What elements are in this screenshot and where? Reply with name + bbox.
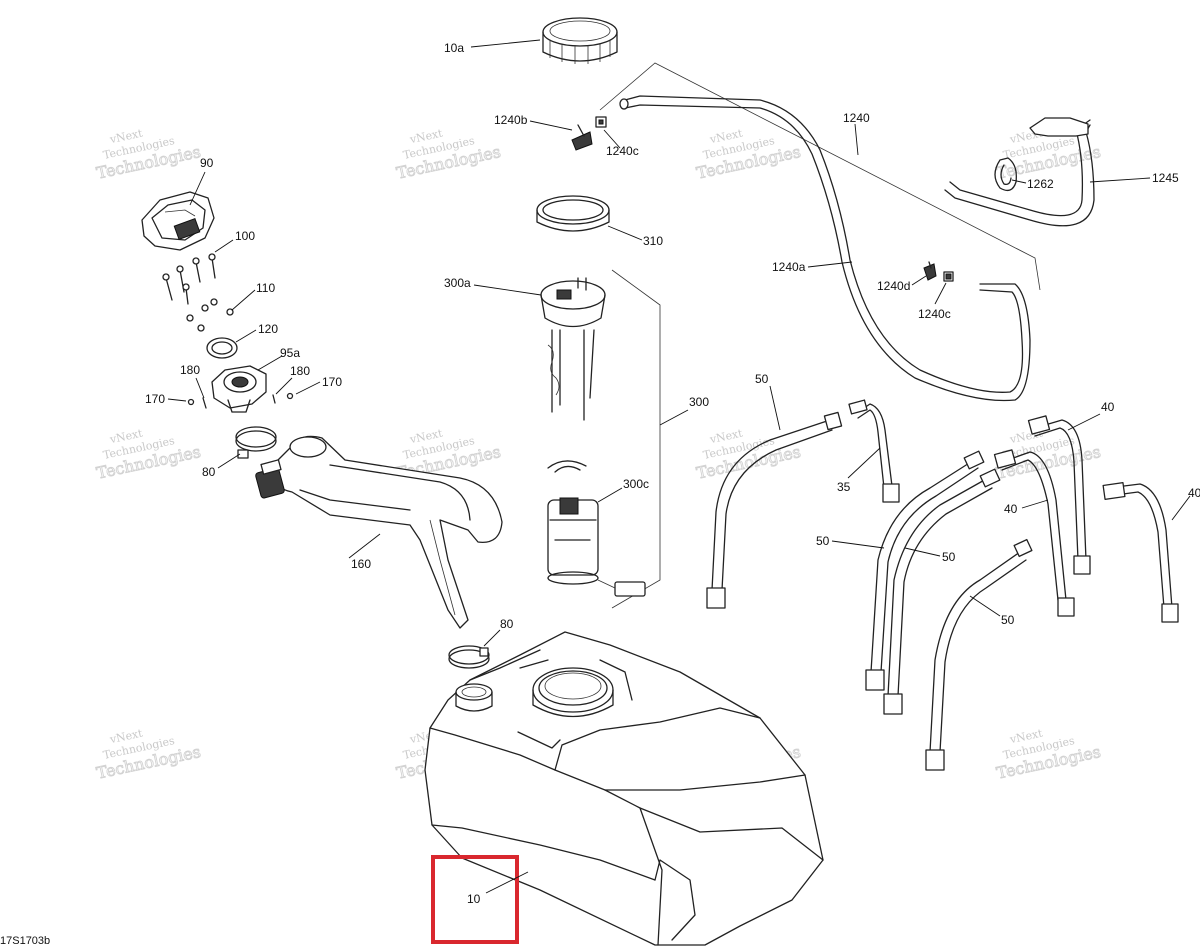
callout-1240a[interactable]: 1240a bbox=[772, 260, 806, 274]
strap-40-b[interactable] bbox=[993, 449, 1075, 617]
bracket-1240 bbox=[599, 62, 1041, 291]
callout-170-right[interactable]: 170 bbox=[322, 375, 342, 389]
callout-50-a[interactable]: 50 bbox=[755, 372, 769, 386]
strap-35[interactable] bbox=[848, 399, 900, 503]
fitting-1240c-mid[interactable] bbox=[943, 271, 954, 282]
watermark-tile-1: vNext Technologies Technologies bbox=[94, 126, 202, 183]
callout-1240c-mid[interactable]: 1240c bbox=[918, 307, 951, 321]
callout-1240c-top[interactable]: 1240c bbox=[606, 144, 639, 158]
callout-1240b[interactable]: 1240b bbox=[494, 113, 528, 127]
strap-50-upper[interactable] bbox=[706, 411, 843, 609]
callout-95a[interactable]: 95a bbox=[280, 346, 300, 360]
strap-50-long-1[interactable] bbox=[865, 450, 985, 691]
callout-180-left[interactable]: 180 bbox=[180, 363, 200, 377]
callout-310[interactable]: 310 bbox=[643, 234, 663, 248]
strap-50-long-2[interactable] bbox=[883, 468, 1001, 715]
fitting-1240c-top[interactable] bbox=[595, 116, 607, 128]
vent-hose-1240a[interactable] bbox=[619, 95, 1031, 402]
strap-40-a[interactable] bbox=[1027, 415, 1091, 575]
callout-10a[interactable]: 10a bbox=[444, 41, 464, 55]
callout-40-b[interactable]: 40 bbox=[1004, 502, 1018, 516]
callout-1262[interactable]: 1262 bbox=[1027, 177, 1054, 191]
fuel-tank-part[interactable] bbox=[424, 631, 824, 946]
vent-hose-1245[interactable] bbox=[944, 117, 1095, 227]
callout-80-lower[interactable]: 80 bbox=[500, 617, 514, 631]
highlight-box bbox=[431, 855, 519, 944]
callout-50-c[interactable]: 50 bbox=[942, 550, 956, 564]
watermark-tile-5: vNext Technologies Technologies bbox=[94, 426, 202, 483]
locking-ring-10a[interactable] bbox=[542, 17, 618, 64]
fitting-1240d[interactable] bbox=[923, 261, 937, 281]
gasket-120[interactable] bbox=[206, 337, 238, 359]
watermark-tile-2: vNext Technologies Technologies bbox=[394, 126, 502, 183]
hose-clamp-80-left[interactable] bbox=[235, 426, 277, 459]
clip-1262[interactable] bbox=[994, 157, 1017, 192]
watermark-tile-9: vNext Technologies Technologies bbox=[94, 726, 202, 783]
callout-80-left[interactable]: 80 bbox=[202, 465, 216, 479]
callout-1240[interactable]: 1240 bbox=[843, 111, 870, 125]
fitting-1240b[interactable] bbox=[571, 124, 593, 151]
callout-90[interactable]: 90 bbox=[200, 156, 214, 170]
callout-300[interactable]: 300 bbox=[689, 395, 709, 409]
callout-170-left[interactable]: 170 bbox=[145, 392, 165, 406]
callout-50-b[interactable]: 50 bbox=[816, 534, 830, 548]
callout-50-d[interactable]: 50 bbox=[1001, 613, 1015, 627]
callout-10[interactable]: 10 bbox=[467, 892, 481, 906]
filler-housing-95a[interactable] bbox=[211, 365, 267, 413]
washers-110[interactable] bbox=[186, 298, 234, 332]
hose-clamp-80-lower[interactable] bbox=[448, 645, 490, 669]
callout-40-c[interactable]: 40 bbox=[1188, 486, 1200, 500]
bracket-300 bbox=[611, 269, 661, 609]
callout-100[interactable]: 100 bbox=[235, 229, 255, 243]
seal-ring-310[interactable] bbox=[536, 195, 610, 232]
watermark-tile-12: vNext Technologies Technologies bbox=[994, 726, 1102, 783]
pump-module-300a[interactable] bbox=[540, 277, 606, 421]
fuel-cap-90[interactable] bbox=[141, 191, 215, 251]
diagram-id: 17S1703b bbox=[0, 935, 50, 947]
callout-300a[interactable]: 300a bbox=[444, 276, 471, 290]
callout-110[interactable]: 110 bbox=[256, 281, 275, 295]
callout-35[interactable]: 35 bbox=[837, 480, 851, 494]
callout-300c[interactable]: 300c bbox=[623, 477, 649, 491]
watermark-tile-7: vNext Technologies Technologies bbox=[694, 426, 802, 483]
fuel-pump-300c[interactable] bbox=[547, 460, 646, 597]
pins-180-170[interactable] bbox=[187, 392, 294, 409]
callout-160[interactable]: 160 bbox=[351, 557, 371, 571]
strap-40-c[interactable] bbox=[1102, 482, 1179, 623]
screws-100[interactable] bbox=[162, 253, 216, 305]
strap-50-lower[interactable] bbox=[925, 538, 1033, 771]
callout-180-right[interactable]: 180 bbox=[290, 364, 310, 378]
filler-hose-160[interactable] bbox=[255, 435, 503, 629]
watermark-tile-3: vNext Technologies Technologies bbox=[694, 126, 802, 183]
callout-120[interactable]: 120 bbox=[258, 322, 278, 336]
callout-1245[interactable]: 1245 bbox=[1152, 171, 1179, 185]
callout-1240d[interactable]: 1240d bbox=[877, 279, 910, 293]
callout-40-a[interactable]: 40 bbox=[1101, 400, 1115, 414]
